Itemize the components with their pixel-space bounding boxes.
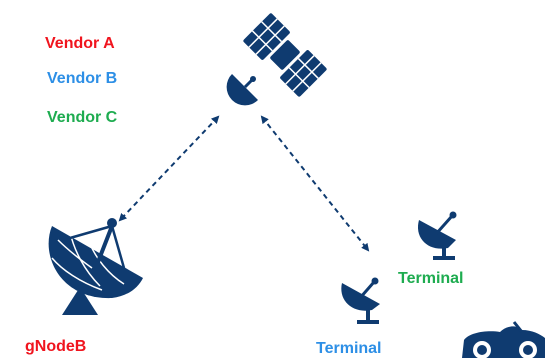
legend-vendor-a: Vendor A bbox=[45, 35, 115, 52]
link-satellite-gnodeb bbox=[118, 115, 220, 222]
legend-vendor-c: Vendor C bbox=[47, 109, 118, 126]
legend-vendor-b: Vendor B bbox=[47, 70, 118, 87]
gnodeb-label: gNodeB bbox=[25, 338, 87, 355]
terminal-dish-icon bbox=[341, 277, 380, 324]
satellite-icon bbox=[226, 13, 327, 106]
satellite-dish-icon bbox=[48, 218, 143, 315]
terminal-dish-icon-2 bbox=[417, 211, 457, 260]
car-icon bbox=[462, 321, 545, 358]
terminal-label-vendor-c: Terminal bbox=[398, 270, 464, 287]
terminal-label-vendor-b: Terminal bbox=[316, 340, 382, 357]
link-satellite-terminal bbox=[260, 115, 370, 252]
